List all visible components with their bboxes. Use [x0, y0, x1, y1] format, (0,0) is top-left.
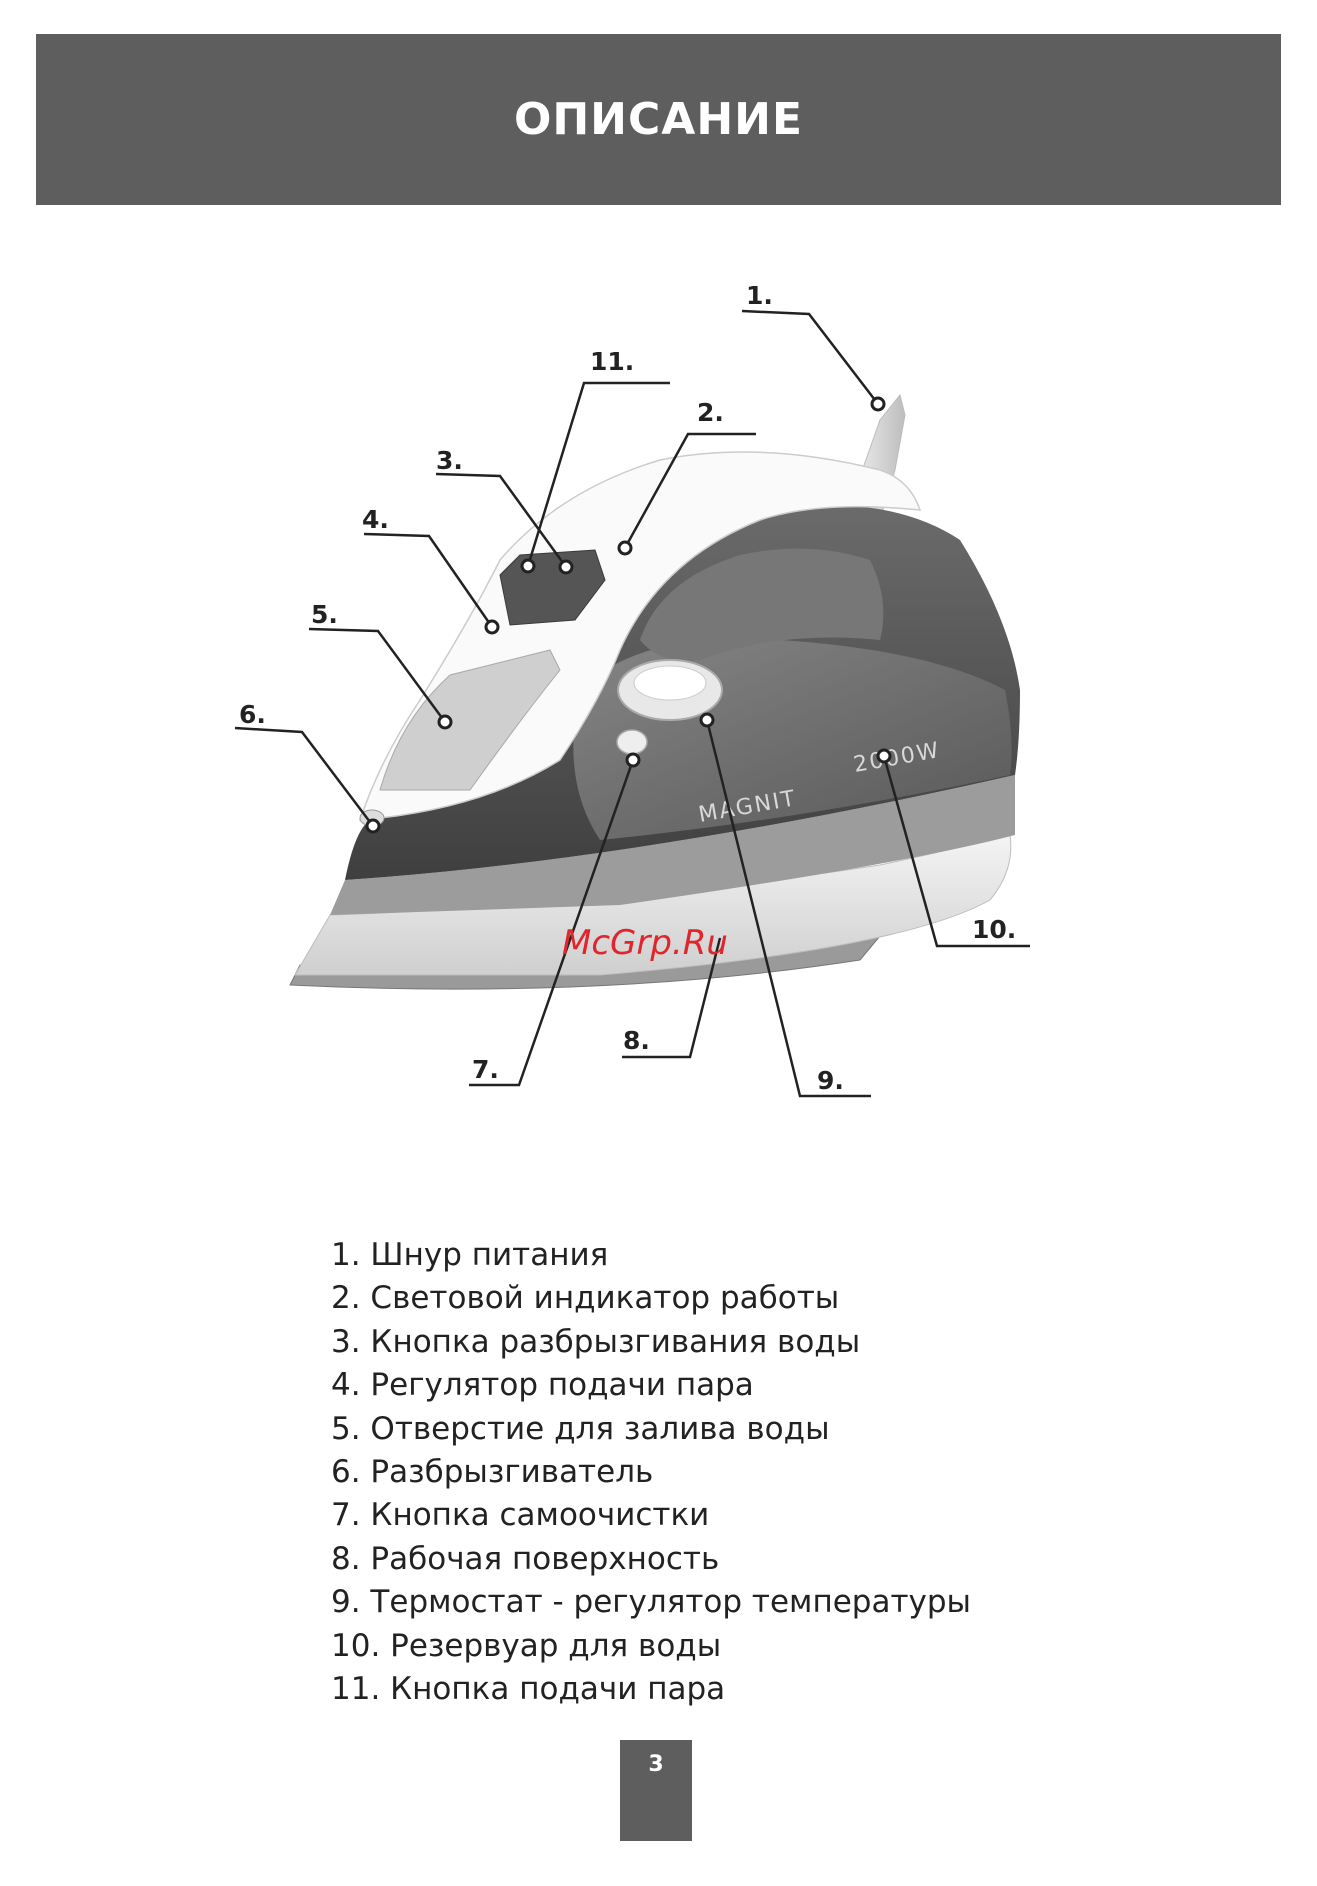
marker-4: [484, 619, 500, 635]
leader-line-6: [234, 726, 374, 827]
callout-3: 3.: [436, 446, 463, 475]
callout-9: 9.: [817, 1066, 844, 1095]
callout-5: 5.: [311, 600, 338, 629]
callout-7: 7.: [472, 1055, 499, 1084]
callout-8: 8.: [623, 1026, 650, 1055]
marker-5: [437, 714, 453, 730]
watermark: McGrp.Ru: [562, 923, 728, 963]
parts-list: 1. Шнур питания 2. Световой индикатор ра…: [331, 1234, 971, 1711]
page-number-box: 3: [620, 1740, 692, 1841]
callout-labels: 1. 2. 3. 4. 5. 6. 7. 8. 9. 10. 11.: [239, 281, 1016, 1095]
header-bar: ОПИСАНИЕ: [36, 34, 1281, 205]
marker-10: [876, 748, 892, 764]
leader-line-4: [363, 532, 494, 628]
list-item: 6. Разбрызгиватель: [331, 1454, 654, 1491]
leader-line-9: [705, 719, 871, 1098]
list-item: 7. Кнопка самоочистки: [331, 1497, 710, 1534]
list-item: 3. Кнопка разбрызгивания воды: [331, 1323, 861, 1360]
iron-diagram: MAGNIT 2000W 1. 2. 3. 4. 5. 6. 7.: [234, 281, 1030, 1098]
callout-10: 10.: [972, 915, 1016, 944]
handle-opening: [640, 548, 884, 661]
marker-9: [699, 712, 715, 728]
leader-line-8: [622, 937, 722, 1059]
list-item: 5. Отверстие для залива воды: [331, 1410, 830, 1447]
callout-11: 11.: [590, 347, 634, 376]
list-item: 10. Резервуар для воды: [331, 1627, 722, 1664]
marker-1: [870, 396, 886, 412]
callout-markers: [365, 396, 892, 834]
list-item: 2. Световой индикатор работы: [331, 1280, 840, 1317]
callout-1: 1.: [746, 281, 773, 310]
leader-line-3: [435, 472, 568, 568]
leader-line-1: [741, 309, 879, 405]
list-item: 9. Термостат - регулятор температуры: [331, 1584, 972, 1621]
marker-3: [558, 559, 574, 575]
leader-line-2: [623, 432, 756, 549]
leader-line-5: [308, 627, 447, 723]
list-item: 8. Рабочая поверхность: [331, 1540, 720, 1577]
leader-line-11: [526, 381, 670, 567]
leader-lines: [234, 309, 1030, 1098]
list-item: 1. Шнур питания: [331, 1237, 609, 1273]
callout-6: 6.: [239, 700, 266, 729]
leader-line-10: [882, 755, 1030, 948]
page-number: 3: [648, 1752, 664, 1777]
water-inlet-shape: [379, 649, 561, 791]
iron-band: [330, 775, 1015, 915]
callout-2: 2.: [697, 398, 724, 427]
marker-11: [520, 558, 536, 574]
marker-7: [625, 752, 641, 768]
page-title: ОПИСАНИЕ: [513, 94, 804, 145]
iron-illustration: MAGNIT 2000W: [289, 393, 1020, 990]
leader-line-7: [469, 759, 635, 1087]
list-item: 4. Регулятор подачи пара: [331, 1367, 754, 1404]
self-clean-button-shape: [616, 729, 648, 755]
marker-2: [617, 540, 633, 556]
callout-4: 4.: [362, 505, 389, 534]
list-item: 11. Кнопка подачи пара: [331, 1671, 726, 1708]
marker-6: [365, 818, 381, 834]
